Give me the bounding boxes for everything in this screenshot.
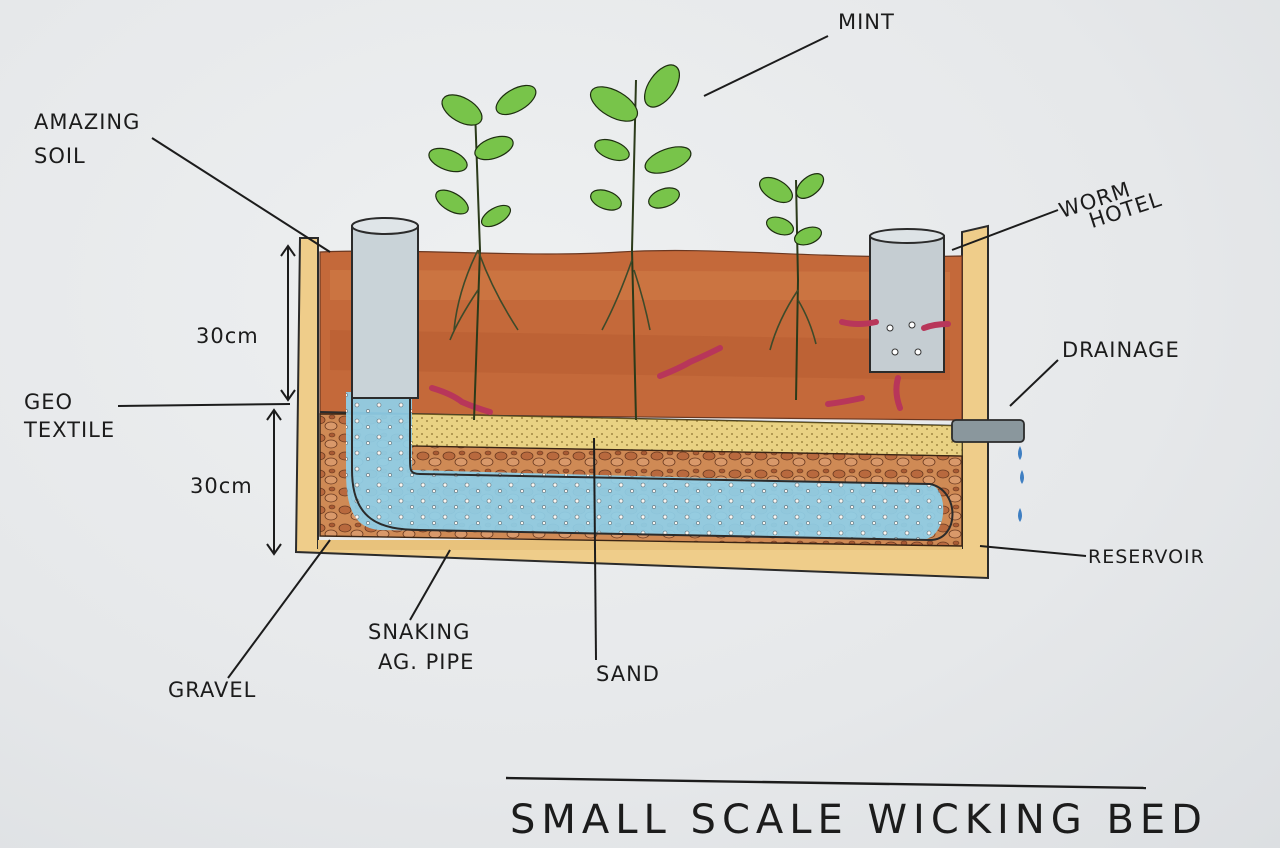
mint-plant-center [589, 64, 692, 421]
label-snaking-ag-pipe-line1: SNAKING [368, 620, 471, 644]
dimension-arrows [266, 244, 296, 556]
diagram-title: SMALL SCALE WICKING BED [510, 797, 1208, 843]
leader-lines [117, 35, 1087, 679]
mint-plant-right [759, 173, 825, 401]
label-amazing-soil-line1: AMAZING [34, 110, 141, 134]
label-sand: SAND [596, 662, 660, 686]
label-drainage: DRAINAGE [1062, 338, 1180, 362]
drainage-outlet [951, 419, 1025, 522]
label-amazing-soil-line2: SOIL [34, 144, 86, 168]
fill-pipe [351, 217, 954, 542]
label-dimension-top: 30cm [196, 324, 259, 348]
title-underline [505, 776, 1147, 790]
mint-plant-left [428, 84, 537, 421]
label-dimension-bottom: 30cm [190, 474, 253, 498]
label-snaking-ag-pipe-line2: AG. PIPE [378, 650, 475, 674]
label-geotextile-line2: TEXTILE [24, 418, 116, 442]
label-reservoir: RESERVOIR [1088, 546, 1205, 568]
label-gravel: GRAVEL [168, 678, 257, 702]
reservoir-water [346, 392, 944, 540]
worms [429, 319, 951, 415]
worm-hotel-tube [869, 228, 945, 373]
label-geotextile-line1: GEO [24, 390, 74, 414]
label-mint: MINT [838, 10, 895, 34]
container-walls [294, 224, 989, 580]
